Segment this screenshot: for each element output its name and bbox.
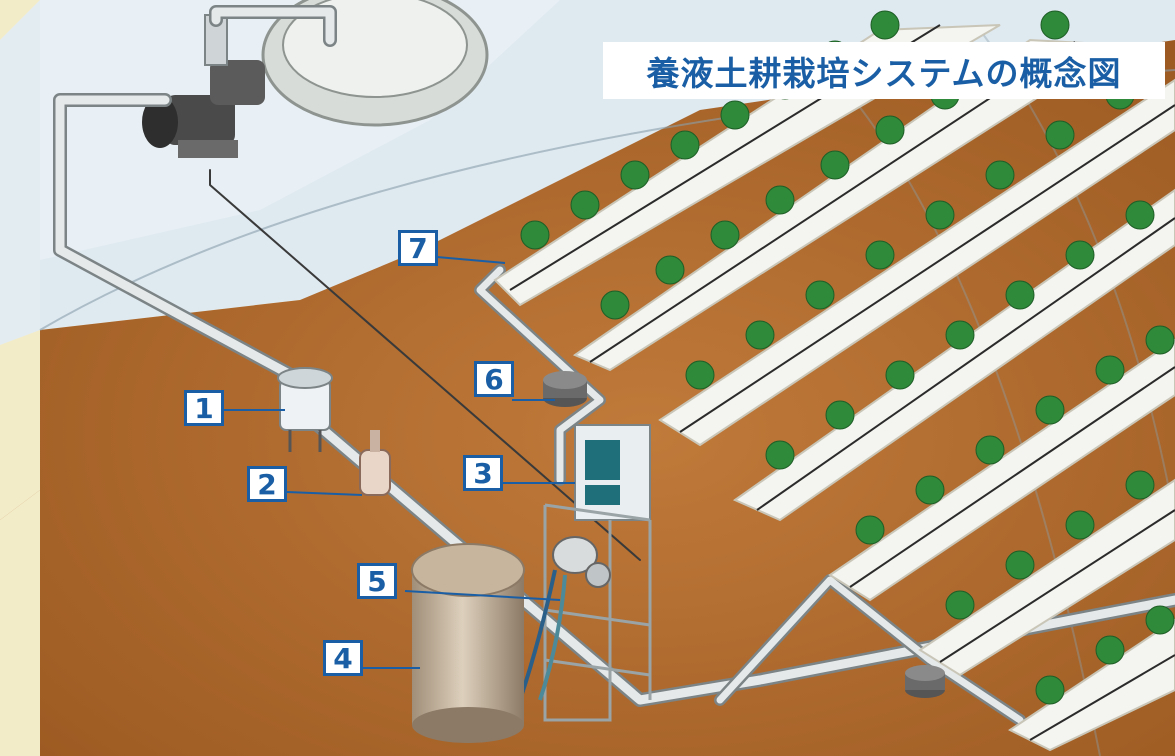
filter-unit	[277, 367, 333, 452]
control-panel	[574, 424, 651, 521]
callout-1: 1	[184, 390, 224, 426]
bed-row-6	[918, 478, 1175, 677]
pressure-regulator	[359, 430, 391, 496]
leader-lines	[222, 256, 575, 669]
callout-6: 6	[474, 361, 514, 397]
callout-5: 5	[357, 563, 397, 599]
soil-sensor	[543, 371, 587, 407]
bed-row-3	[658, 78, 1175, 447]
title-box: 養液土耕栽培システムの概念図	[603, 42, 1165, 99]
liquid-fertilizer-pump	[518, 536, 611, 701]
diagram-title: 養液土耕栽培システムの概念図	[646, 53, 1122, 93]
fertilizer-tank	[411, 543, 525, 743]
callout-2: 2	[247, 466, 287, 502]
callout-3: 3	[463, 455, 503, 491]
greenhouse-left-wall	[0, 0, 40, 345]
callout-7: 7	[398, 230, 438, 266]
callout-4: 4	[323, 640, 363, 676]
soil-sensor-2	[905, 665, 945, 698]
floor-edge	[0, 490, 40, 756]
